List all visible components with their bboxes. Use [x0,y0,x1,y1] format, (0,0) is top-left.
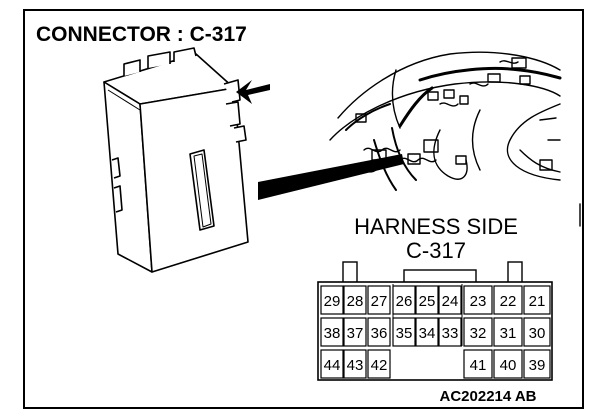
pin-cell [523,317,551,347]
pin-number: 30 [529,325,546,342]
pin-cell [493,317,523,347]
pin-cell [320,349,344,379]
pin-cell [343,349,367,379]
ecu-module-illustration [103,47,249,273]
pin-cell [392,285,416,315]
pin-cell [523,349,551,379]
pin-cell [493,349,523,379]
pin-cell [367,285,391,315]
pin-number: 43 [347,357,364,374]
pin-number: 42 [371,357,388,374]
connector-pins: 29 28 27 26 25 24 23 22 21 38 37 36 35 34 33 32 31 30 44 43… [320,285,551,379]
pin-cell [367,317,391,347]
harness-side-label: HARNESS SIDE [354,214,518,239]
pin-cell [415,317,439,347]
figure-id: AC202214 AB [440,388,537,405]
pin-number: 27 [371,293,388,310]
pin-cell [463,285,493,315]
pin-cell [438,317,462,347]
pin-number: 28 [347,293,364,310]
pin-cell [320,317,344,347]
pin-cell [367,349,391,379]
pin-cell [343,317,367,347]
pin-number: 38 [324,325,341,342]
pin-number: 31 [500,325,517,342]
pin-number: 35 [396,325,413,342]
pin-cell [523,285,551,315]
pin-cell [415,285,439,315]
pin-number: 39 [529,357,546,374]
pin-number: 34 [419,325,436,342]
pin-number: 26 [396,293,413,310]
pin-cell [463,349,493,379]
pin-number: 40 [500,357,517,374]
harness-connector-code: C-317 [406,238,466,263]
pin-number: 44 [324,357,341,374]
pin-cell [343,285,367,315]
pin-cell [392,317,416,347]
pin-number: 32 [470,325,487,342]
pin-cell [493,285,523,315]
arrow-icon [236,80,270,104]
pin-number: 41 [470,357,487,374]
pin-cell [463,317,493,347]
dashboard-harness-illustration [329,51,581,227]
pin-number: 23 [470,293,487,310]
pin-number: 22 [500,293,517,310]
pin-number: 21 [529,293,546,310]
pin-number: 29 [324,293,341,310]
pin-number: 36 [371,325,388,342]
pin-number: 37 [347,325,364,342]
pin-cell [438,285,462,315]
diagram-title: CONNECTOR : C-317 [36,23,247,46]
pin-cell [320,285,344,315]
pin-number: 25 [419,293,436,310]
pin-number: 24 [442,293,459,310]
pin-number: 33 [442,325,459,342]
leader-line [258,154,404,200]
